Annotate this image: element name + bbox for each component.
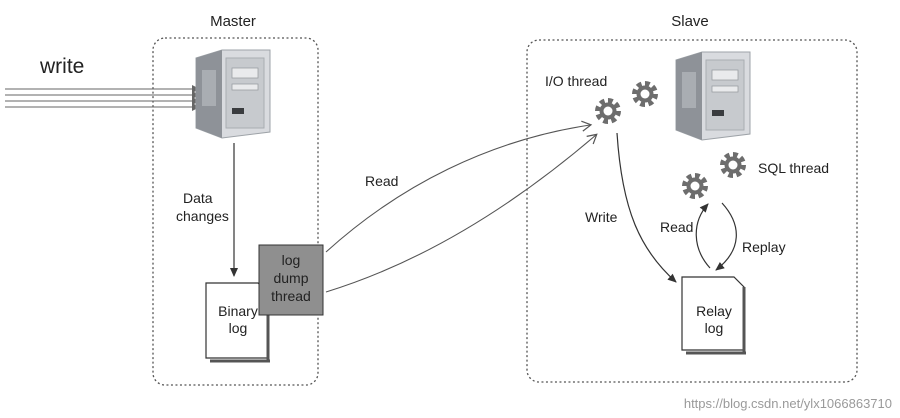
- dump-thread-label-line3: thread: [271, 288, 311, 304]
- sql-read-label: Read: [660, 219, 693, 235]
- replay-label: Replay: [742, 239, 786, 255]
- dump-thread-label-line2: dump: [273, 270, 308, 286]
- log-dump-thread-box: [258, 244, 324, 316]
- watermark-text: https://blog.csdn.net/ylx1066863710: [684, 396, 892, 411]
- slave-server-icon: [675, 51, 751, 141]
- relay-log-document: [681, 276, 746, 355]
- replay-arrow: [715, 202, 737, 271]
- dump-thread-label-line1: log: [282, 252, 301, 268]
- data-changes-label-line2: changes: [176, 208, 229, 224]
- data-changes-label-line1: Data: [183, 190, 213, 206]
- read-request-curve: [325, 120, 593, 253]
- master-title: Master: [210, 13, 256, 30]
- binary-log-label-line2: log: [229, 320, 248, 336]
- sql-thread-gear-icon: [723, 155, 743, 175]
- sql-thread-gear-icon: [685, 176, 705, 196]
- read-label: Read: [365, 173, 398, 189]
- write-arrow: [616, 132, 677, 283]
- slave-box: [526, 39, 858, 383]
- write-input-label: write: [39, 55, 84, 78]
- sql-read-arrow: [695, 203, 711, 269]
- relay-log-label-line1: Relay: [696, 303, 732, 319]
- sql-thread-label: SQL thread: [758, 160, 829, 176]
- io-thread-gear-icon: [635, 84, 655, 104]
- master-server-icon: [195, 49, 271, 139]
- relay-log-label-line2: log: [705, 320, 724, 336]
- io-thread-label: I/O thread: [545, 73, 607, 89]
- binary-log-label-line1: Binary: [218, 303, 258, 319]
- write-label: Write: [585, 209, 618, 225]
- io-thread-gear-icon: [598, 101, 618, 121]
- slave-title: Slave: [671, 13, 709, 30]
- write-input-arrows: [5, 85, 200, 111]
- master-box: [152, 37, 319, 386]
- binlog-transfer-curve: [325, 133, 598, 293]
